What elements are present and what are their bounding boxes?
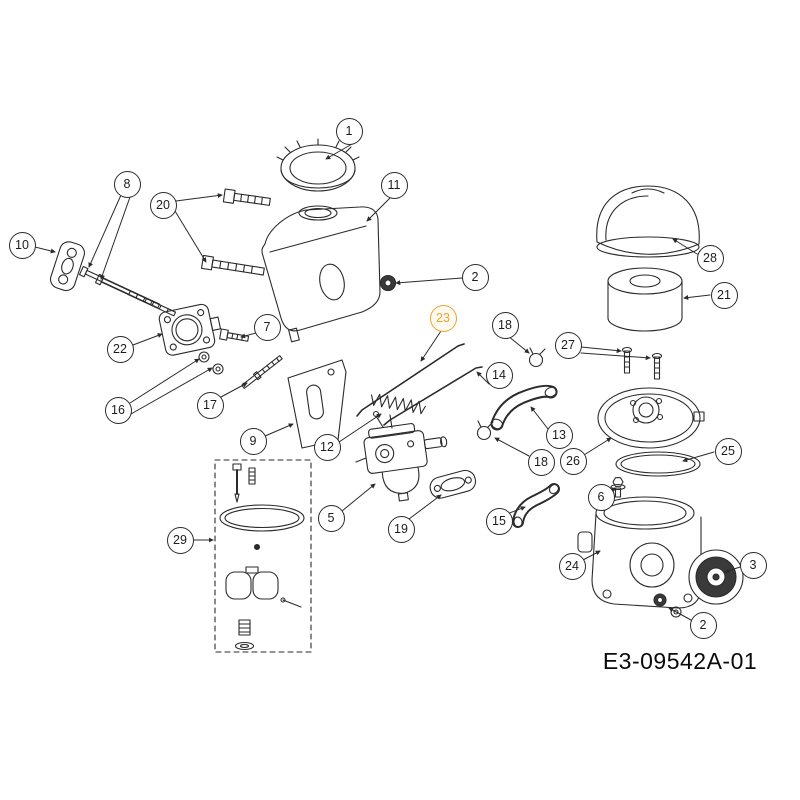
callout-1[interactable]: 1 <box>335 117 363 145</box>
callout-9[interactable]: 9 <box>239 427 267 455</box>
callout-7[interactable]: 7 <box>253 313 281 341</box>
callout-29[interactable]: 29 <box>166 526 194 554</box>
grommet-art <box>379 274 397 292</box>
leader-lines <box>34 143 741 621</box>
o-ring-art <box>615 451 701 477</box>
repair-kit-art <box>214 459 312 653</box>
callout-11[interactable]: 11 <box>380 171 408 199</box>
callout-24[interactable]: 24 <box>558 552 586 580</box>
callout-3[interactable]: 3 <box>739 551 767 579</box>
cap-3-art <box>688 549 744 605</box>
manifold-art <box>158 303 222 356</box>
callout-6[interactable]: 6 <box>587 483 615 511</box>
callout-14[interactable]: 14 <box>485 361 513 389</box>
callout-5[interactable]: 5 <box>317 504 345 532</box>
callout-17[interactable]: 17 <box>196 391 224 419</box>
callout-16[interactable]: 16 <box>104 396 132 424</box>
air-filter-art <box>607 267 683 332</box>
callout-18-top[interactable]: 18 <box>491 311 519 339</box>
grommets-bottom-art <box>653 593 682 618</box>
callout-28[interactable]: 28 <box>696 244 724 272</box>
fuel-cap-art <box>276 138 360 192</box>
callout-25[interactable]: 25 <box>714 437 742 465</box>
filter-base-art <box>597 387 705 449</box>
callout-18-bottom[interactable]: 18 <box>527 448 555 476</box>
elbow-hose-art <box>512 483 560 528</box>
screws-27-art <box>621 346 663 380</box>
callout-15[interactable]: 15 <box>485 507 513 535</box>
hose-clamp-top-art <box>528 347 546 368</box>
bolt-6-art <box>610 477 626 498</box>
callout-27[interactable]: 27 <box>554 331 582 359</box>
fuel-hose-art <box>490 384 558 431</box>
callout-2-top[interactable]: 2 <box>461 263 489 291</box>
heat-shield-art <box>287 359 347 449</box>
callout-26[interactable]: 26 <box>559 447 587 475</box>
throttle-rod-art <box>356 343 465 417</box>
callout-2-bottom[interactable]: 2 <box>689 611 717 639</box>
callout-19[interactable]: 19 <box>387 515 415 543</box>
hose-clamp-bottom-art <box>476 420 494 441</box>
fuel-tank-art <box>261 205 381 343</box>
callout-8[interactable]: 8 <box>113 170 141 198</box>
spring-art <box>370 393 426 415</box>
callout-10[interactable]: 10 <box>8 231 36 259</box>
air-cover-art <box>596 185 700 258</box>
callout-12[interactable]: 12 <box>313 433 341 461</box>
callout-20[interactable]: 20 <box>149 191 177 219</box>
callout-21[interactable]: 21 <box>710 281 738 309</box>
carburetor-art <box>355 410 448 502</box>
bolts-8-art <box>78 265 177 317</box>
diagram-code: E3-09542A-01 <box>602 648 758 674</box>
nuts-16-art <box>198 351 224 375</box>
callout-22[interactable]: 22 <box>106 335 134 363</box>
gasket-19-art <box>429 469 477 499</box>
callout-13[interactable]: 13 <box>545 421 573 449</box>
callout-23[interactable]: 23 <box>429 304 457 332</box>
gasket-10-art <box>49 241 85 292</box>
